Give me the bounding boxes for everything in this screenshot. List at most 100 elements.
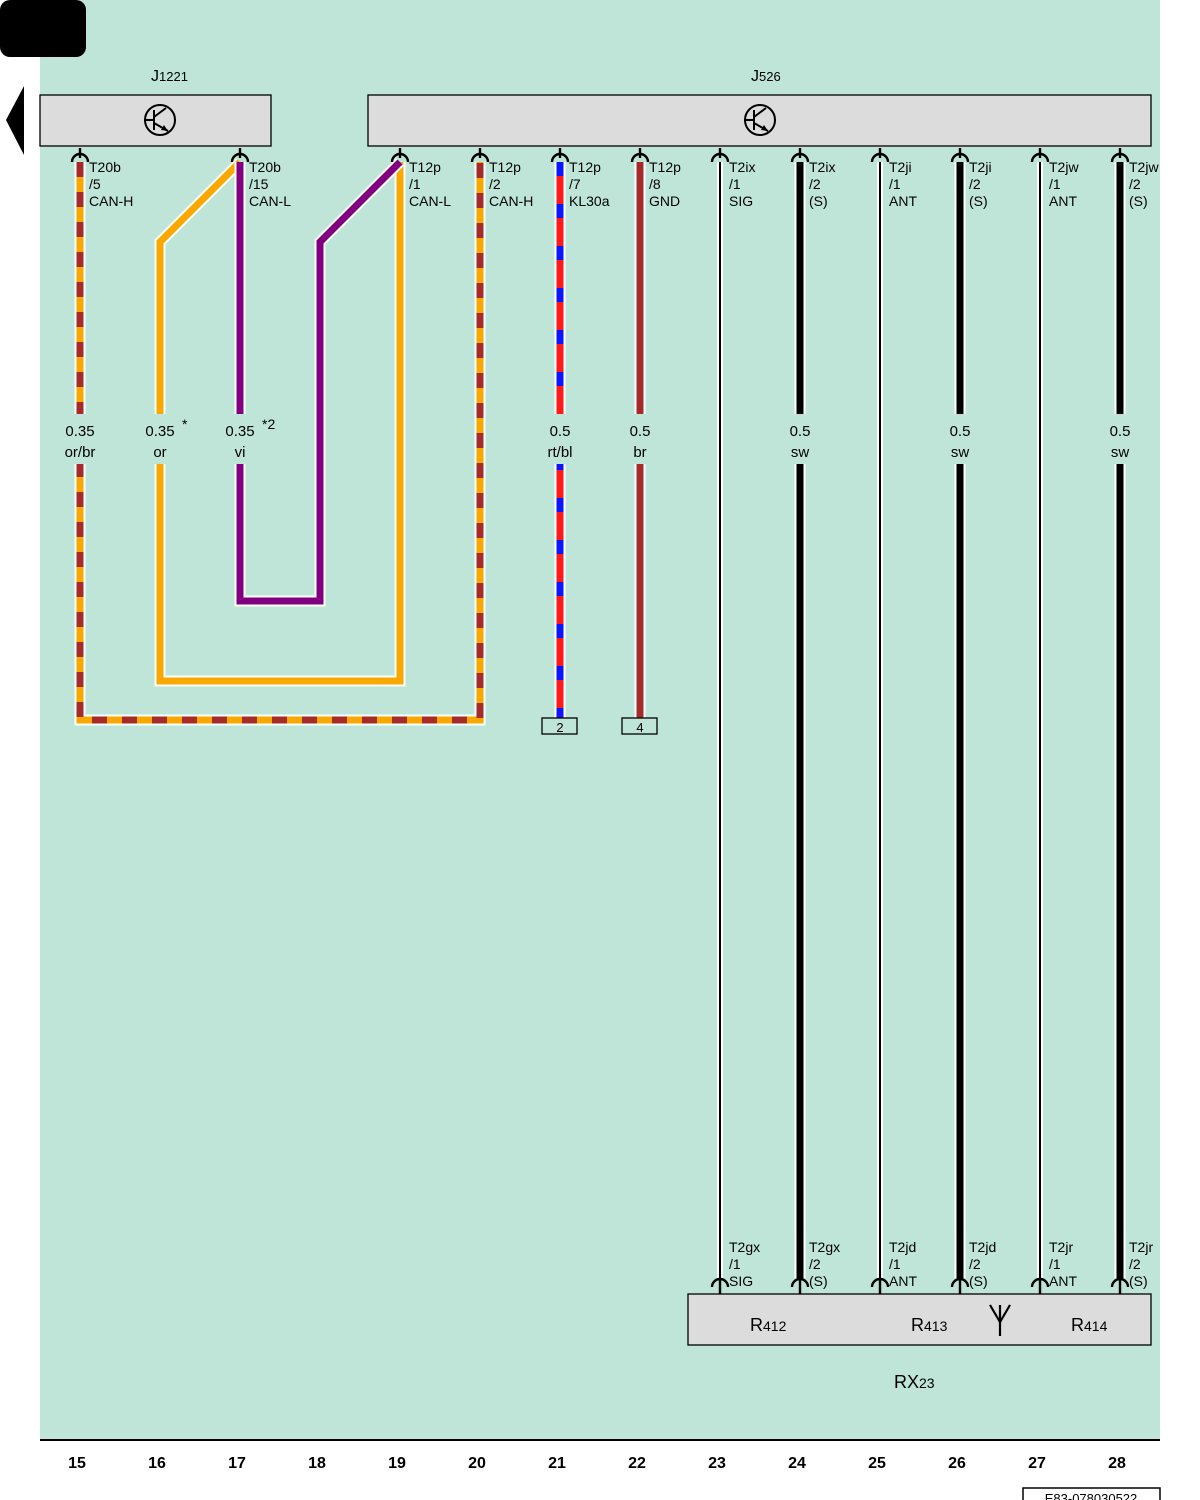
pin-label: CAN-L bbox=[409, 193, 451, 209]
pin-label: (S) bbox=[1129, 1273, 1148, 1289]
connector-pin-symbol bbox=[1110, 1277, 1130, 1294]
connector-pin-symbol bbox=[950, 1277, 970, 1294]
pin-label: (S) bbox=[969, 1273, 988, 1289]
pin-label: T2jr bbox=[1129, 1239, 1153, 1255]
antenna-module-rx23-box bbox=[687, 1293, 1152, 1346]
pin-label: /2 bbox=[809, 1256, 821, 1272]
ground-ref-label: 4 bbox=[636, 720, 643, 735]
pin-label: /5 bbox=[89, 176, 101, 192]
label-r413: R413 bbox=[911, 1315, 948, 1335]
bottom-connectors: T2gx/1SIGT2gx/2(S)T2jd/1ANTT2jd/2(S)T2jr… bbox=[710, 1239, 1153, 1294]
pin-label: /15 bbox=[249, 176, 269, 192]
pin-label: T2jw bbox=[1129, 159, 1159, 175]
label-j1221: J1221 bbox=[151, 68, 188, 85]
wire-color-label: br bbox=[633, 444, 646, 461]
top-connectors: T20b/5CAN-HT20b/15CAN-LT12p/1CAN-LT12p/2… bbox=[70, 148, 1159, 209]
pin-label: (S) bbox=[1129, 193, 1148, 209]
pin-label: ANT bbox=[1049, 193, 1077, 209]
connector-pin-symbol bbox=[230, 148, 250, 163]
wire-size-label: 0.5 bbox=[790, 423, 811, 440]
wire-can-l-or bbox=[154, 158, 406, 687]
pin-label: ANT bbox=[889, 193, 917, 209]
pin-label: /2 bbox=[809, 176, 821, 192]
pin-label: T2jr bbox=[1049, 1239, 1073, 1255]
control-unit-j1221-box bbox=[39, 94, 272, 147]
connector-pin-symbol bbox=[950, 148, 970, 163]
wire-size-label: 0.5 bbox=[1110, 423, 1131, 440]
connector-pin-symbol bbox=[70, 148, 90, 163]
pin-label: T2ix bbox=[729, 159, 755, 175]
control-unit-j526-box bbox=[367, 94, 1152, 147]
pin-label: T12p bbox=[649, 159, 681, 175]
document-number: E83-078030522 bbox=[1022, 1487, 1161, 1500]
wire-size-label: 0.35 bbox=[65, 423, 94, 440]
pin-label: /2 bbox=[489, 176, 501, 192]
column-number: 21 bbox=[548, 1455, 566, 1472]
wire-size-label: 0.35 bbox=[225, 423, 254, 440]
connector-pin-symbol bbox=[470, 148, 490, 163]
pin-label: SIG bbox=[729, 1273, 753, 1289]
column-number: 25 bbox=[868, 1455, 886, 1472]
pin-label: T12p bbox=[569, 159, 601, 175]
pin-label: ANT bbox=[1049, 1273, 1077, 1289]
connector-pin-symbol bbox=[710, 1277, 730, 1294]
pin-label: /2 bbox=[969, 1256, 981, 1272]
pin-label: /7 bbox=[569, 176, 581, 192]
pin-label: T12p bbox=[409, 159, 441, 175]
pin-label: /1 bbox=[889, 176, 901, 192]
column-number: 19 bbox=[388, 1455, 406, 1472]
connector-pin-symbol bbox=[630, 148, 650, 163]
transistor-icon bbox=[144, 104, 176, 136]
connector-pin-symbol bbox=[870, 148, 890, 163]
label-r414: R414 bbox=[1071, 1315, 1108, 1335]
pin-label: T2jd bbox=[969, 1239, 996, 1255]
column-number: 18 bbox=[308, 1455, 326, 1472]
pin-label: CAN-L bbox=[249, 193, 291, 209]
pin-label: CAN-H bbox=[489, 193, 533, 209]
wire-note-marker: *2 bbox=[262, 416, 275, 432]
wire-color-label: sw bbox=[791, 444, 810, 461]
connector-pin-symbol bbox=[870, 1277, 890, 1294]
wire-color-label: rt/bl bbox=[547, 444, 572, 461]
ground-ref-box: 2 bbox=[541, 717, 578, 735]
wire-color-label: sw bbox=[951, 444, 970, 461]
connector-pin-symbol bbox=[1110, 148, 1130, 163]
wire-color-label: vi bbox=[235, 444, 246, 461]
pin-label: T20b bbox=[249, 159, 281, 175]
pin-label: /1 bbox=[729, 1256, 741, 1272]
pin-label: SIG bbox=[729, 193, 753, 209]
label-j526: J526 bbox=[751, 68, 781, 85]
pin-label: T20b bbox=[89, 159, 121, 175]
pin-label: /1 bbox=[1049, 1256, 1061, 1272]
connector-pin-symbol bbox=[550, 148, 570, 163]
label-r412: R412 bbox=[750, 1315, 787, 1335]
connector-pin-symbol bbox=[390, 148, 410, 163]
connector-pin-symbol bbox=[790, 1277, 810, 1294]
wire-size-label: 0.5 bbox=[550, 423, 571, 440]
pin-label: /1 bbox=[409, 176, 421, 192]
pin-label: T2ji bbox=[969, 159, 992, 175]
wire-note-marker: * bbox=[182, 416, 188, 432]
pin-label: (S) bbox=[969, 193, 988, 209]
column-number: 16 bbox=[148, 1455, 166, 1472]
pin-label: T2ix bbox=[809, 159, 835, 175]
page-tab[interactable] bbox=[0, 0, 86, 57]
column-number: 15 bbox=[68, 1455, 86, 1472]
wire-color-label: sw bbox=[1111, 444, 1130, 461]
antenna-icon bbox=[989, 1304, 1011, 1336]
previous-page-arrow-icon[interactable] bbox=[6, 86, 24, 155]
column-number: 23 bbox=[708, 1455, 726, 1472]
connector-pin-symbol bbox=[710, 148, 730, 163]
connector-pin-symbol bbox=[790, 148, 810, 163]
column-number: 17 bbox=[228, 1455, 246, 1472]
column-number: 22 bbox=[628, 1455, 646, 1472]
pin-label: T2jd bbox=[889, 1239, 916, 1255]
pin-label: T12p bbox=[489, 159, 521, 175]
pin-label: (S) bbox=[809, 1273, 828, 1289]
transistor-icon bbox=[744, 104, 776, 136]
pin-label: /1 bbox=[889, 1256, 901, 1272]
wire-color-label: or bbox=[153, 444, 166, 461]
connector-pin-symbol bbox=[1030, 148, 1050, 163]
pin-label: T2jw bbox=[1049, 159, 1079, 175]
